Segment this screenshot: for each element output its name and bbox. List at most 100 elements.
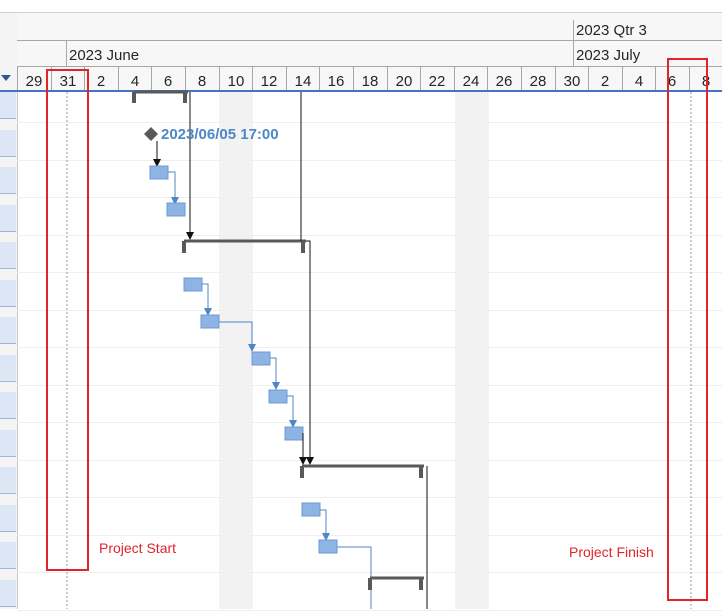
day-divider bbox=[555, 67, 556, 90]
milestone-diamond-icon[interactable] bbox=[144, 127, 158, 141]
day-divider bbox=[151, 67, 152, 90]
project-start-label: Project Start bbox=[99, 540, 177, 556]
row-gridline bbox=[17, 535, 722, 536]
day-divider bbox=[588, 67, 589, 90]
day-divider bbox=[622, 67, 623, 90]
quarter-divider bbox=[573, 20, 574, 40]
row-marker bbox=[0, 355, 16, 382]
row-gridline bbox=[17, 572, 722, 573]
project-finish-callout-box bbox=[667, 58, 708, 601]
row-gridline bbox=[17, 385, 722, 386]
day-tick: 6 bbox=[163, 73, 173, 90]
filter-dropdown-icon[interactable] bbox=[1, 75, 11, 81]
day-tick: 4 bbox=[130, 73, 140, 90]
day-tick: 14 bbox=[294, 73, 312, 90]
row-gridline bbox=[17, 347, 722, 348]
day-tick: 10 bbox=[227, 73, 245, 90]
row-marker bbox=[0, 580, 16, 607]
task-link bbox=[168, 171, 179, 205]
row-marker bbox=[0, 242, 16, 269]
day-divider bbox=[420, 67, 421, 90]
task-bar[interactable] bbox=[200, 314, 220, 329]
row-marker bbox=[0, 167, 16, 194]
day-divider bbox=[655, 67, 656, 90]
task-bar[interactable] bbox=[166, 202, 186, 217]
day-divider bbox=[387, 67, 388, 90]
day-tick: 2 bbox=[96, 73, 106, 90]
day-divider bbox=[51, 67, 52, 90]
day-tick: 2 bbox=[600, 73, 610, 90]
month-label-july: 2023 July bbox=[576, 47, 641, 64]
day-tick: 8 bbox=[197, 73, 207, 90]
row-gridline bbox=[17, 160, 722, 161]
day-tick: 6 bbox=[667, 73, 677, 90]
chart-body bbox=[17, 92, 722, 611]
summary-bar[interactable] bbox=[132, 90, 188, 103]
nonworking-shade bbox=[219, 92, 253, 609]
row-marker bbox=[0, 130, 16, 157]
row-marker bbox=[0, 205, 16, 232]
day-tick: 4 bbox=[634, 73, 644, 90]
task-link bbox=[320, 509, 330, 541]
day-tick: 16 bbox=[327, 73, 345, 90]
day-tick: 26 bbox=[495, 73, 513, 90]
month-label-june: 2023 June bbox=[69, 47, 140, 64]
day-tick: 20 bbox=[395, 73, 413, 90]
day-tick: 12 bbox=[260, 73, 278, 90]
quarter-label: 2023 Qtr 3 bbox=[576, 22, 647, 39]
row-marker bbox=[0, 542, 16, 569]
header-divider bbox=[17, 66, 722, 67]
row-gridline bbox=[17, 460, 722, 461]
month-divider bbox=[573, 41, 574, 66]
project-finish-label: Project Finish bbox=[569, 544, 654, 560]
day-tick: 29 bbox=[25, 73, 43, 90]
row-gridline bbox=[17, 197, 722, 198]
task-link bbox=[287, 395, 297, 428]
day-divider bbox=[353, 67, 354, 90]
summary-bar[interactable] bbox=[182, 239, 306, 253]
day-divider bbox=[454, 67, 455, 90]
task-link bbox=[306, 240, 314, 465]
day-divider bbox=[286, 67, 287, 90]
task-bar[interactable] bbox=[183, 277, 203, 292]
task-bar[interactable] bbox=[149, 165, 169, 180]
row-gridline bbox=[17, 310, 722, 311]
task-bar[interactable] bbox=[318, 539, 338, 554]
row-gridline bbox=[17, 272, 722, 273]
nonworking-shade bbox=[455, 92, 489, 609]
row-marker bbox=[0, 430, 16, 457]
row-marker bbox=[0, 467, 16, 494]
day-tick: 18 bbox=[361, 73, 379, 90]
task-link bbox=[219, 321, 256, 352]
row-marker bbox=[0, 92, 16, 119]
day-tick: 28 bbox=[529, 73, 547, 90]
summary-bar[interactable] bbox=[300, 464, 424, 478]
day-divider bbox=[319, 67, 320, 90]
project-start-callout-box bbox=[46, 69, 89, 571]
row-marker bbox=[0, 505, 16, 532]
header-divider bbox=[17, 40, 722, 41]
task-bar[interactable] bbox=[284, 426, 304, 441]
row-marker bbox=[0, 280, 16, 307]
header-bottom-rule bbox=[0, 90, 722, 92]
task-bar[interactable] bbox=[251, 351, 271, 366]
row-marker bbox=[0, 317, 16, 344]
top-border bbox=[0, 12, 722, 13]
row-gridline bbox=[17, 235, 722, 236]
task-link bbox=[270, 357, 280, 390]
task-bar[interactable] bbox=[268, 389, 288, 404]
day-divider bbox=[17, 67, 18, 90]
timescale-header bbox=[17, 13, 722, 90]
month-divider bbox=[66, 41, 67, 66]
task-bar[interactable] bbox=[301, 502, 321, 517]
day-divider bbox=[521, 67, 522, 90]
task-link bbox=[202, 283, 212, 316]
day-divider bbox=[118, 67, 119, 90]
row-marker bbox=[0, 392, 16, 419]
day-divider bbox=[219, 67, 220, 90]
day-divider bbox=[689, 67, 690, 90]
summary-bar[interactable] bbox=[368, 576, 424, 590]
day-divider bbox=[84, 67, 85, 90]
